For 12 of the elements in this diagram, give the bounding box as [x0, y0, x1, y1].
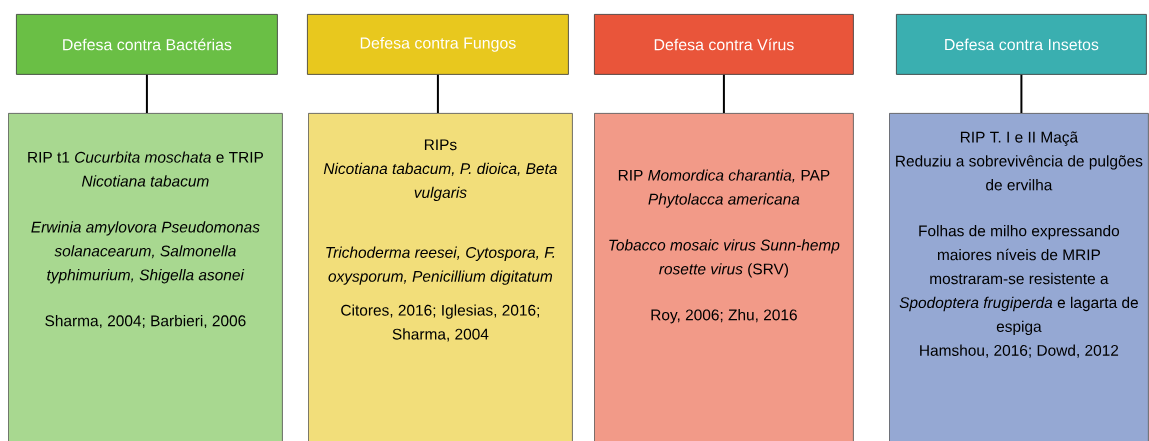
description-box: RIP t1 Cucurbita moschata e TRIP Nicotiana tabacum Erwinia amylovora Pseudomonas solanacearum, Salmonella typhimurium, Shigella asonei Sharma, 2004; Barbieri, 2006 — [8, 113, 283, 441]
category-box: Defesa contra Vírus — [594, 14, 854, 75]
description-box: RIP Momordica charantia, PAP Phytolacca americana Tobacco mosaic virus Sunn-hemp rosette virus (SRV) Roy, 2006; Zhu, 2016 — [594, 113, 854, 441]
connector-line — [1020, 73, 1023, 114]
connector-line — [722, 73, 725, 114]
connector-line — [145, 73, 148, 114]
description-box: RIPs Nicotiana tabacum, P. dioica, Beta vulgaris Trichoderma reesei, Cytospora, F. oxysporum, Penicillium digitatum Citores, 2016; Iglesias, 2016; Sharma, 2004 — [308, 113, 573, 441]
category-box: Defesa contra Fungos — [307, 14, 569, 75]
category-box: Defesa contra Bactérias — [16, 14, 278, 75]
description-box: RIP T. I e II Maçã Reduziu a sobrevivência de pulgões de ervilha Folhas de milho expressando maiores níveis de MRIP mostraram-se resistente a Spodoptera frugiperda e lagarta de espiga Hamshou, 2016; Dowd, 2012 — [889, 113, 1149, 441]
category-box: Defesa contra Insetos — [896, 14, 1147, 75]
connector-line — [436, 73, 439, 114]
